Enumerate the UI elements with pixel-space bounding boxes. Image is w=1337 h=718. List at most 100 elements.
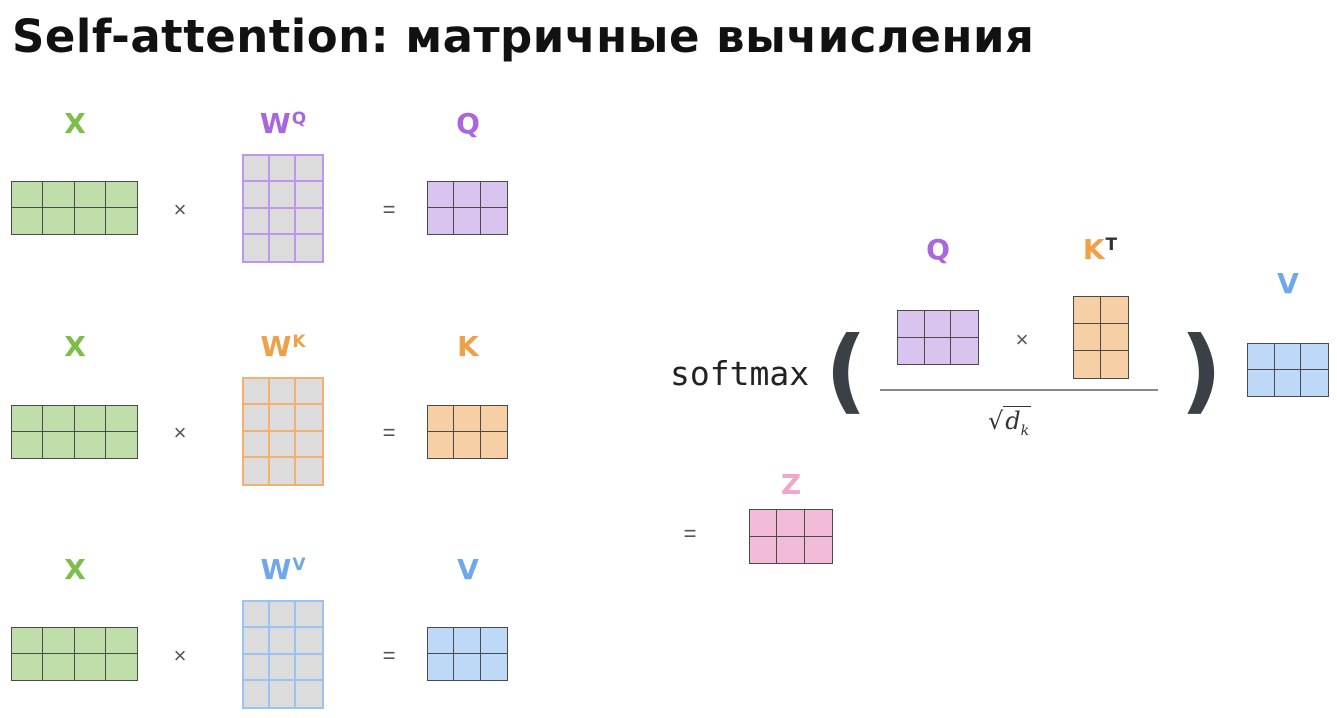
formula-times-symbol: × [1015, 327, 1029, 352]
wv-label: WV [260, 556, 305, 584]
z-label: Z [780, 468, 802, 501]
matrix-cell [805, 537, 832, 564]
matrix-cell [244, 602, 270, 629]
matrix-cell [428, 654, 455, 680]
matrix-cell [1101, 324, 1128, 351]
matrix-cell [428, 182, 455, 208]
matrix-cell [1248, 344, 1275, 370]
formula-v-label: V [1277, 267, 1299, 300]
matrix-cell [244, 431, 270, 458]
matrix-cell [480, 628, 507, 654]
wv-label-base: W [260, 553, 292, 586]
matrix-cell [12, 654, 44, 680]
matrix-cell [270, 234, 296, 261]
wk-label-sup: K [292, 332, 306, 352]
fraction-line [880, 389, 1158, 391]
matrix-cell [43, 628, 75, 654]
matrix-cell [296, 209, 322, 235]
matrix-cell [244, 628, 270, 655]
x-matrix [11, 181, 138, 235]
formula-q-label: Q [926, 233, 950, 266]
matrix-cell [454, 432, 481, 458]
matrix-cell [1101, 297, 1128, 324]
matrix-cell [296, 628, 322, 655]
formula-equals-symbol: = [683, 521, 697, 546]
sqrt-var: d [1005, 407, 1021, 435]
formula-kt-base: K [1082, 233, 1105, 266]
wk-label: WK [260, 333, 305, 361]
matrix-cell [74, 628, 106, 654]
softmax-text: softmax [670, 354, 810, 393]
x-label: X [64, 107, 86, 140]
matrix-cell [244, 405, 270, 432]
equals-symbol: = [382, 643, 396, 668]
matrix-cell [244, 182, 270, 209]
x-label: X [64, 330, 86, 363]
matrix-cell [270, 680, 296, 707]
formula-q-matrix [897, 310, 979, 365]
matrix-cell [454, 208, 481, 234]
matrix-cell [244, 680, 270, 707]
matrix-cell [1301, 344, 1328, 370]
matrix-cell [454, 406, 481, 432]
matrix-cell [270, 431, 296, 458]
x-matrix [11, 405, 138, 459]
matrix-cell [270, 602, 296, 629]
z-matrix [749, 509, 833, 564]
matrix-cell [296, 655, 322, 681]
formula-kt-sup: T [1105, 235, 1118, 255]
matrix-cell [898, 337, 925, 364]
matrix-cell [244, 208, 270, 235]
formula-v-matrix [1247, 343, 1329, 397]
times-symbol: × [173, 643, 187, 668]
page-title: Self-attention: матричные вычисления [12, 10, 1035, 63]
matrix-cell [43, 406, 75, 432]
matrix-cell [270, 405, 296, 432]
matrix-cell [12, 208, 44, 234]
matrix-cell [244, 457, 270, 484]
matrix-cell [1101, 351, 1128, 378]
wq-label: WQ [260, 110, 306, 138]
matrix-cell [1074, 297, 1101, 324]
sqrt-symbol: √ [988, 407, 1004, 435]
matrix-cell [74, 406, 106, 432]
matrix-cell [481, 208, 507, 234]
matrix-cell [296, 235, 322, 261]
matrix-cell [270, 457, 296, 484]
matrix-cell [12, 182, 44, 208]
matrix-cell [270, 654, 296, 681]
open-paren: ( [825, 317, 868, 424]
matrix-cell [296, 458, 322, 484]
matrix-cell [1301, 370, 1328, 396]
matrix-cell [296, 432, 322, 458]
matrix-cell [75, 208, 106, 234]
matrix-cell [12, 432, 44, 458]
matrix-cell [777, 510, 805, 537]
matrix-cell [75, 654, 106, 680]
matrix-cell [1248, 370, 1275, 396]
matrix-cell [12, 628, 44, 654]
matrix-cell [1074, 324, 1101, 351]
k-label: K [457, 330, 479, 363]
matrix-cell [296, 405, 322, 432]
matrix-cell [296, 379, 322, 406]
v-matrix [427, 627, 508, 681]
matrix-cell [270, 628, 296, 655]
times-symbol: × [173, 197, 187, 222]
matrix-cell [480, 406, 507, 432]
wq-label-sup: Q [291, 109, 307, 129]
sqrt-sub: k [1020, 422, 1030, 439]
matrix-cell [925, 337, 952, 364]
matrix-cell [270, 182, 296, 209]
matrix-cell [951, 338, 978, 365]
formula-kt-label: KT [1083, 236, 1117, 264]
q-label: Q [456, 107, 480, 140]
wk-label-base: W [260, 330, 292, 363]
matrix-cell [270, 208, 296, 235]
matrix-cell [43, 182, 75, 208]
matrix-cell [1274, 344, 1302, 370]
matrix-cell [428, 628, 455, 654]
wv-label-sup: V [292, 555, 306, 575]
matrix-cell [777, 536, 805, 563]
matrix-cell [296, 182, 322, 209]
